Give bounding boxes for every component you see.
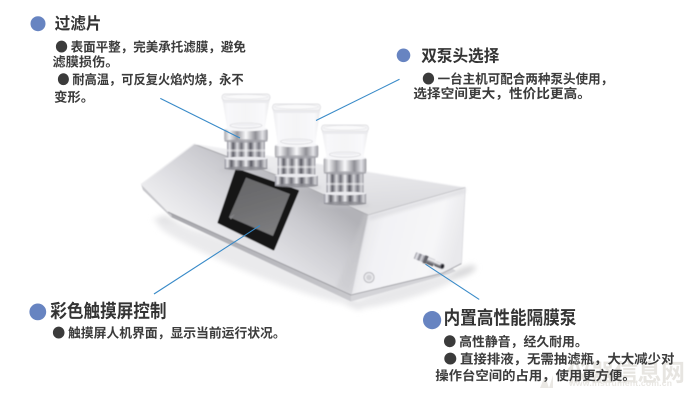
- svg-text:www.instrument.com.cn: www.instrument.com.cn: [568, 378, 672, 388]
